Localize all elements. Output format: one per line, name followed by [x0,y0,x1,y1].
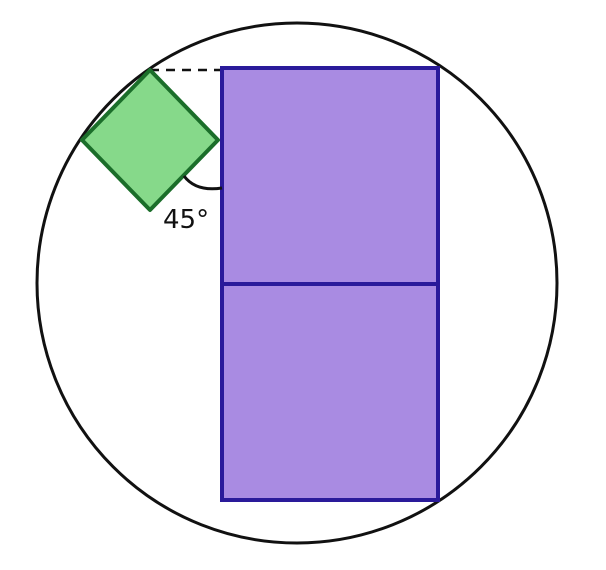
outer-circle [35,21,559,545]
angle-arc [182,175,223,191]
upper-purple-square [220,66,440,286]
lower-purple-square [220,282,440,502]
angle-label: 45° [163,205,209,235]
green-rotated-square [80,68,220,212]
